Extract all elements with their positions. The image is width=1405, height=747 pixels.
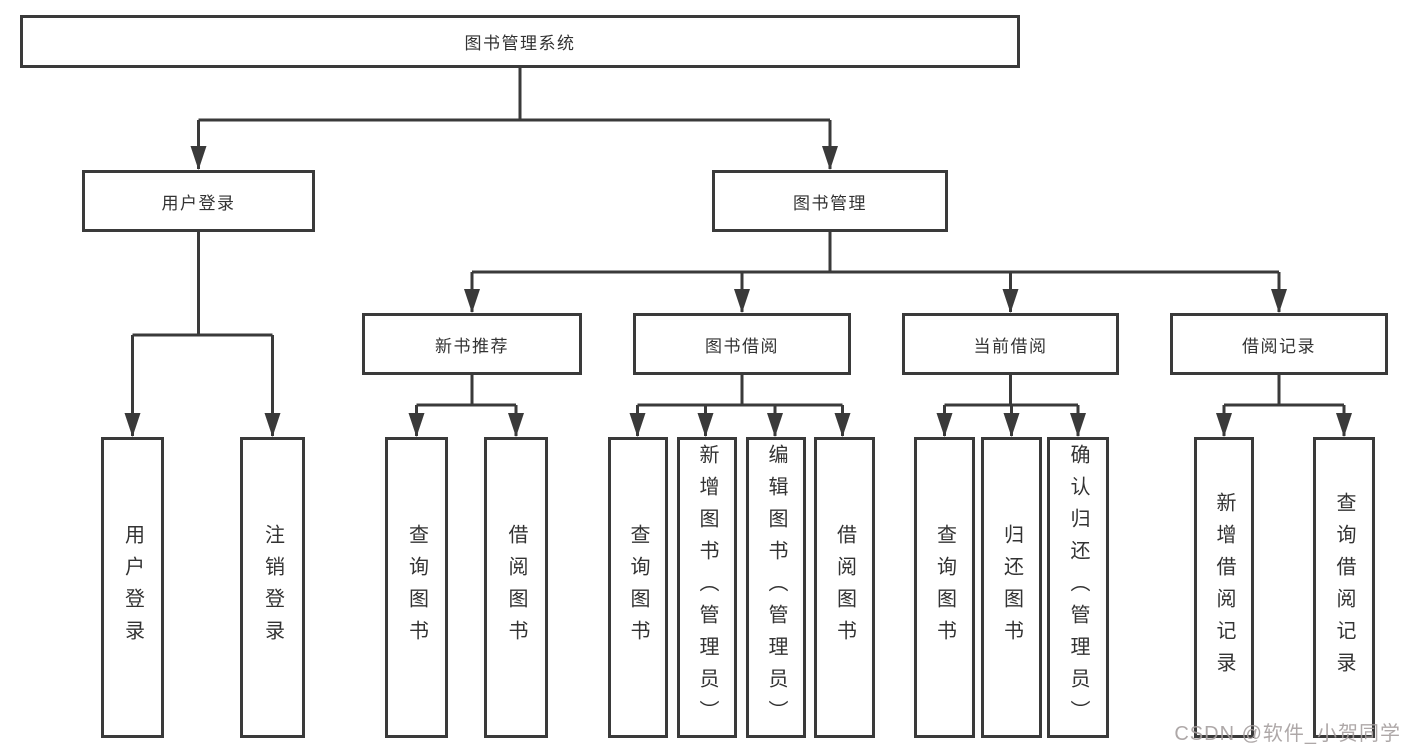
leaf-return-books-label: 归还图书 xyxy=(1000,523,1023,652)
leaf-query-books-recommend-label: 查询图书 xyxy=(405,523,428,652)
leaf-query-books-borrowing: 查询图书 xyxy=(608,437,668,738)
leaf-edit-books-admin: 编辑图书（管理员） xyxy=(746,437,806,738)
leaf-borrow-books-recommend-label: 借阅图书 xyxy=(505,523,527,652)
leaf-add-books-admin-label: 新增图书（管理员） xyxy=(696,443,718,732)
node-user-login-label: 用户登录 xyxy=(161,193,236,213)
node-borrowing-records: 借阅记录 xyxy=(1170,313,1388,375)
leaf-borrow-books: 借阅图书 xyxy=(814,437,875,738)
leaf-user-login-label: 用户登录 xyxy=(121,523,144,652)
leaf-confirm-return-admin: 确认归还（管理员） xyxy=(1047,437,1109,738)
node-book-management: 图书管理 xyxy=(712,170,948,232)
leaf-logout-label: 注销登录 xyxy=(261,523,284,652)
leaf-logout: 注销登录 xyxy=(240,437,305,738)
node-new-book-recommend-label: 新书推荐 xyxy=(435,336,509,356)
leaf-query-borrow-record: 查询借阅记录 xyxy=(1313,437,1375,738)
leaf-query-books-current: 查询图书 xyxy=(914,437,975,738)
leaf-edit-books-admin-label: 编辑图书（管理员） xyxy=(765,443,787,732)
node-book-borrowing: 图书借阅 xyxy=(633,313,851,375)
node-book-borrowing-label: 图书借阅 xyxy=(705,336,779,356)
node-root-label: 图书管理系统 xyxy=(464,34,576,53)
node-current-borrowing-label: 当前借阅 xyxy=(973,336,1048,356)
leaf-borrow-books-recommend: 借阅图书 xyxy=(484,437,548,738)
leaf-query-books-borrowing-label: 查询图书 xyxy=(627,523,649,652)
leaf-add-books-admin: 新增图书（管理员） xyxy=(677,437,737,738)
leaf-query-books-recommend: 查询图书 xyxy=(385,437,448,738)
leaf-query-borrow-record-label: 查询借阅记录 xyxy=(1333,491,1355,684)
leaf-confirm-return-admin-label: 确认归还（管理员） xyxy=(1067,443,1089,732)
node-book-management-label: 图书管理 xyxy=(793,193,867,213)
node-user-login-module: 用户登录 xyxy=(82,170,315,232)
node-borrowing-records-label: 借阅记录 xyxy=(1242,336,1316,356)
node-new-book-recommend: 新书推荐 xyxy=(362,313,582,375)
leaf-return-books: 归还图书 xyxy=(981,437,1042,738)
watermark: CSDN @软件_小贺同学 xyxy=(1174,723,1401,745)
node-root-system: 图书管理系统 xyxy=(20,15,1020,68)
leaf-borrow-books-label: 借阅图书 xyxy=(833,523,856,652)
leaf-add-borrow-record-label: 新增借阅记录 xyxy=(1213,491,1235,684)
leaf-add-borrow-record: 新增借阅记录 xyxy=(1194,437,1254,738)
node-current-borrowing: 当前借阅 xyxy=(902,313,1119,375)
leaf-user-login: 用户登录 xyxy=(101,437,164,738)
leaf-query-books-current-label: 查询图书 xyxy=(933,523,956,652)
